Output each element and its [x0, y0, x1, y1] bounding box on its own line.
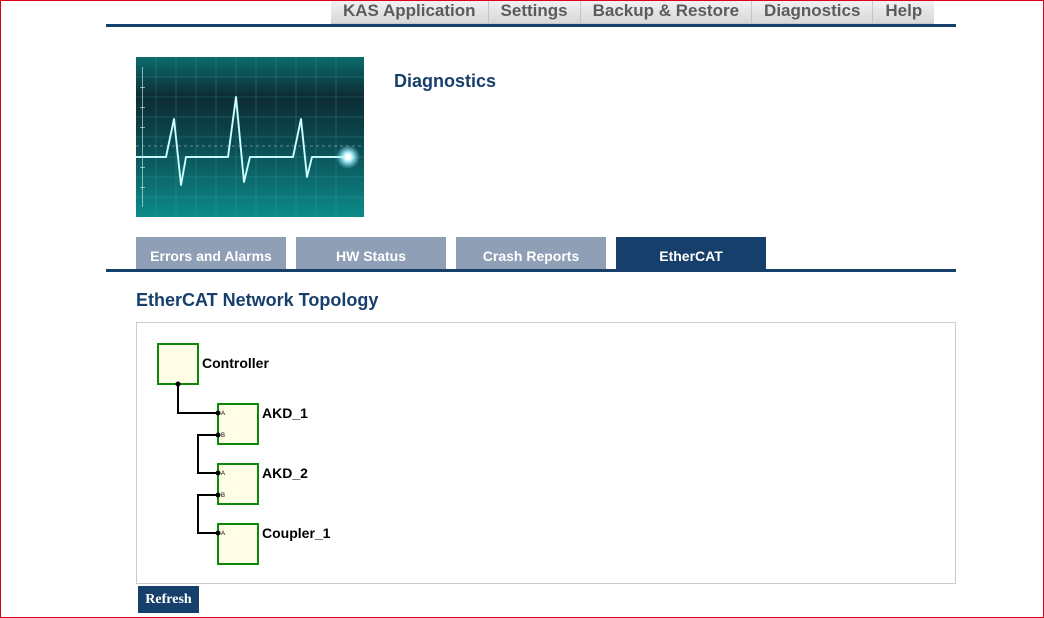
- port-label: B: [221, 433, 225, 439]
- heartbeat-monitor-icon: [136, 57, 364, 217]
- device-controller[interactable]: Controller: [157, 343, 269, 387]
- device-label: AKD_2: [262, 465, 308, 481]
- device-akd-1[interactable]: A B AKD_1: [215, 403, 309, 445]
- device-label: Coupler_1: [262, 525, 331, 541]
- port-label: B: [221, 493, 225, 499]
- section-title: EtherCAT Network Topology: [136, 290, 379, 310]
- port-label: A: [221, 411, 225, 417]
- menu-settings[interactable]: Settings: [487, 0, 580, 26]
- tab-hw-status[interactable]: HW Status: [296, 237, 446, 270]
- topology-diagram: Controller A B AKD_1 A B AKD_2 A Coupler…: [157, 343, 331, 565]
- tab-crash-reports[interactable]: Crash Reports: [456, 237, 606, 270]
- device-label: AKD_1: [262, 405, 308, 421]
- top-menu: KAS Application Settings Backup & Restor…: [331, 0, 935, 26]
- menu-help[interactable]: Help: [872, 0, 935, 26]
- tab-errors-and-alarms[interactable]: Errors and Alarms: [136, 237, 286, 270]
- header-divider: [106, 24, 956, 27]
- link-akd2-coupler1: [197, 494, 218, 534]
- menu-kas-application[interactable]: KAS Application: [331, 0, 488, 26]
- link-akd1-akd2: [197, 434, 218, 474]
- link-controller-akd1: [177, 384, 218, 414]
- device-coupler-1[interactable]: A Coupler_1: [215, 523, 331, 565]
- device-akd-2[interactable]: A B AKD_2: [215, 463, 309, 505]
- page-title: Diagnostics: [394, 71, 497, 91]
- port-label: A: [221, 471, 225, 477]
- tab-ethercat[interactable]: EtherCAT: [616, 237, 766, 270]
- refresh-button[interactable]: Refresh: [138, 586, 199, 613]
- topology-panel: Controller A B AKD_1 A B AKD_2 A Coupler…: [136, 322, 956, 584]
- menu-backup-restore[interactable]: Backup & Restore: [579, 0, 752, 26]
- tab-divider: [106, 269, 956, 272]
- device-label: Controller: [202, 355, 269, 371]
- menu-diagnostics[interactable]: Diagnostics: [751, 0, 873, 26]
- port-label: A: [221, 531, 225, 537]
